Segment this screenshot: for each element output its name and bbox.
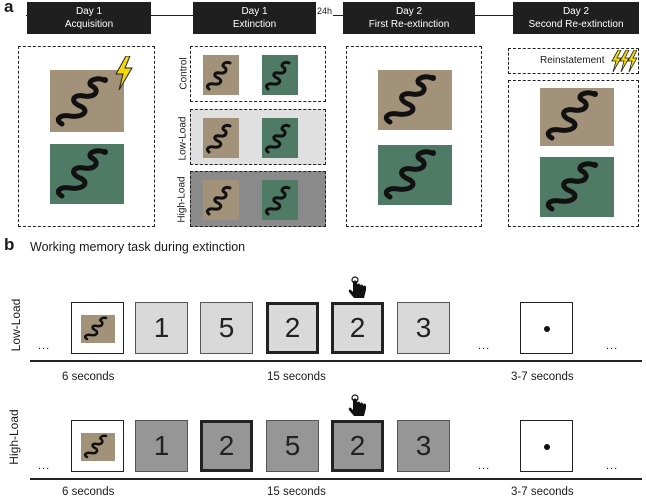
snake-image-green [262,118,298,158]
snake-icon [205,186,232,216]
reinstatement-box [508,48,639,74]
control-group-box [190,46,326,102]
fixation-box [520,420,573,472]
duration-label: 3-7 seconds [511,371,574,383]
duration-label: 6 seconds [62,486,115,498]
panel-b-letter: b [4,235,15,254]
digit-box: 3 [397,302,450,354]
group-label-control: Control [178,57,190,90]
snake-icon [383,74,436,125]
snake-icon [55,76,108,127]
cue-image-box [71,420,124,472]
snake-image-brown [540,88,614,146]
day-header-extinction: Day 1 Extinction [193,2,316,34]
ellipsis: ... [38,460,51,472]
snake-image-green [378,145,452,205]
row-label-low-load: Low-Load [9,298,23,352]
digit-box: 5 [200,302,253,354]
day-header-title: Day 1 [75,6,103,17]
snake-icon [264,124,291,154]
day-header-title: Day 2 [395,6,423,17]
day-header-title: Day 2 [562,6,590,17]
snake-image-brown [50,70,124,132]
day-header-title: Day 1 [241,6,268,17]
day-header-subtitle: Extinction [232,19,277,30]
snake-image-brown [81,433,115,461]
row-label-high-load: High-Load [7,409,21,465]
fixation-dot [544,444,550,450]
snake-icon [383,149,436,200]
digit-box: 3 [397,420,450,472]
fixation-box [520,302,573,354]
snake-image-brown [378,70,452,130]
digit-box: 5 [266,420,319,472]
duration-label: 3-7 seconds [511,486,574,498]
ellipsis: ... [606,340,619,352]
day-header-acquisition: Day 1 Acquisition [27,2,151,34]
ellipsis: ... [38,340,51,352]
hand-pointer-icon [348,276,366,298]
cue-image-box [71,302,124,354]
day-header-subtitle: Acquisition [64,19,114,30]
ellipsis: ... [606,460,619,472]
day-header-subtitle: First Re-extinction [368,19,450,30]
digit-box: 2 [331,302,384,354]
snake-icon [545,161,598,212]
group-label-high-load: High-Load [176,176,188,223]
snake-image-brown [203,118,239,158]
ellipsis: ... [478,460,491,472]
snake-icon [545,90,598,141]
snake-icon [264,61,291,91]
snake-icon [264,186,291,216]
first-reextinction-box [346,46,482,227]
timeline-axis [30,478,642,480]
acquisition-box [18,46,155,227]
hand-pointer-icon [348,394,366,416]
snake-image-brown [203,180,239,220]
digit-box: 1 [135,420,188,472]
ellipsis: ... [478,340,491,352]
panel-b-title: Working memory task during extinction [30,240,246,254]
digit-box: 2 [331,420,384,472]
day-header-first-reextinction: Day 2 First Re-extinction [343,2,475,34]
duration-label: 6 seconds [62,371,115,383]
snake-image-brown [203,55,239,95]
shock-icon [611,50,637,72]
fixation-dot [544,326,550,332]
digit-box: 1 [135,302,188,354]
second-reextinction-box [508,80,639,227]
duration-label: 15 seconds [267,371,326,383]
timeline-gap-label: 24h [316,6,334,16]
shock-icon [115,56,133,90]
snake-icon [205,124,232,154]
snake-icon [83,434,108,459]
digit-box: 2 [266,302,319,354]
digit-box: 2 [200,420,253,472]
snake-image-green [540,157,614,217]
duration-label: 15 seconds [267,486,326,498]
snake-icon [83,316,108,341]
reinstatement-label: Reinstatement [540,55,605,66]
snake-image-green [50,144,124,204]
group-label-low-load: Low-Load [177,116,189,161]
timeline-axis [30,360,642,362]
panel-a-letter: a [4,0,14,16]
day-header-second-reextinction: Day 2 Second Re-extinction [513,2,639,34]
snake-icon [55,148,108,199]
snake-icon [205,61,232,91]
snake-image-green [262,180,298,220]
snake-image-brown [81,315,115,343]
day-header-subtitle: Second Re-extinction [528,19,624,30]
snake-image-green [262,55,298,95]
